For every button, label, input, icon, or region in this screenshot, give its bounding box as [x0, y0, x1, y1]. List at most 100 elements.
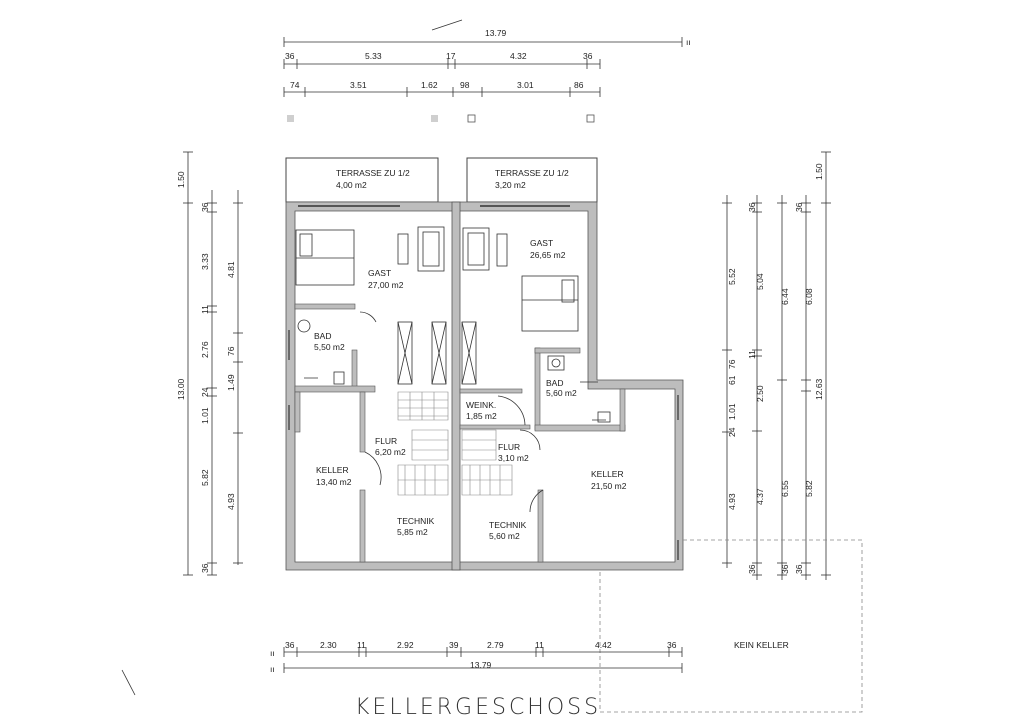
- label-bad-left: BAD: [314, 331, 331, 341]
- area-terrasse-left: 4,00 m2: [336, 180, 367, 190]
- dim-right-d-0: 6.08: [804, 288, 814, 305]
- dim-bottom-1: 2.30: [320, 640, 337, 650]
- svg-text:ıı: ıı: [270, 664, 275, 674]
- dim-right-a-5: 1.01: [727, 403, 737, 420]
- left-dimensions: 1.50 13.00 36 3.33 11 2.76 24 1.01 5.82 …: [176, 151, 243, 576]
- label-terrasse-right: TERRASSE ZU 1/2: [495, 168, 569, 178]
- dim-left-inner-1: 76: [226, 346, 236, 356]
- dim-bottom-5: 2.79: [487, 640, 504, 650]
- dim-top-r3-2: 1.62: [421, 80, 438, 90]
- label-keller-left: KELLER: [316, 465, 349, 475]
- dim-right-b-1: 2.50: [755, 385, 765, 402]
- area-gast-left: 27,00 m2: [368, 280, 404, 290]
- dim-left-mid-5: 1.01: [200, 407, 210, 424]
- bottom-dimensions: 36 2.30 11 2.92 39 2.79 11 4.42 36 13.79…: [121, 640, 683, 696]
- area-flur-right: 3,10 m2: [498, 453, 529, 463]
- area-weink: 1,85 m2: [466, 411, 497, 421]
- dim-right-d-2: 36: [794, 564, 804, 574]
- label-technik-left: TECHNIK: [397, 516, 435, 526]
- dim-top-r2-4: 36: [583, 51, 593, 61]
- dim-right-c-3: 36: [780, 564, 790, 574]
- dim-right-a-3: 76: [727, 359, 737, 369]
- area-bad-left: 5,50 m2: [314, 342, 345, 352]
- area-flur-left: 6,20 m2: [375, 447, 406, 457]
- label-kein-keller: KEIN KELLER: [734, 640, 789, 650]
- dim-right-d-1: 5.82: [804, 480, 814, 497]
- dim-right-c-1: 36: [794, 202, 804, 212]
- area-bad-right: 5,60 m2: [546, 388, 577, 398]
- area-technik-right: 5,60 m2: [489, 531, 520, 541]
- area-keller-left: 13,40 m2: [316, 477, 352, 487]
- dim-top-r3-1: 3.51: [350, 80, 367, 90]
- dim-right-a-6: 24: [727, 427, 737, 437]
- label-flur-right: FLUR: [498, 442, 520, 452]
- dim-right-b-0: 5.04: [755, 273, 765, 290]
- dim-top-r3-3: 98: [460, 80, 470, 90]
- dim-top-r2-2: 17: [446, 51, 456, 61]
- dim-left-mid-0: 36: [200, 202, 210, 212]
- right-dimensions: 5.52 1.01 61 76 4.93 24 36 5.04 11 2.50 …: [722, 151, 831, 580]
- dim-left-mid-7: 36: [200, 563, 210, 573]
- dim-right-c-0: 6.44: [780, 288, 790, 305]
- dim-bottom-3: 2.92: [397, 640, 414, 650]
- label-keller-right: KELLER: [591, 469, 624, 479]
- dim-left-inner-3: 4.93: [226, 493, 236, 510]
- dim-left-inner-0: 4.81: [226, 261, 236, 278]
- dim-bottom-total: 13.79: [470, 660, 492, 670]
- dim-left-outer-0: 1.50: [176, 171, 186, 188]
- svg-text:ıı: ıı: [270, 648, 275, 658]
- label-gast-right: GAST: [530, 238, 553, 248]
- dim-left-inner-2: 1.49: [226, 374, 236, 391]
- dim-top-r3-0: 74: [290, 80, 300, 90]
- label-technik-right: TECHNIK: [489, 520, 527, 530]
- dim-left-mid-1: 3.33: [200, 253, 210, 270]
- drawing-title: KELLERGESCHOSS: [355, 695, 601, 720]
- svg-text:ıı: ıı: [686, 37, 691, 47]
- dim-right-a-8: 36: [747, 564, 757, 574]
- dim-top-r3-5: 86: [574, 80, 584, 90]
- dim-bottom-6: 11: [535, 640, 544, 650]
- dim-left-mid-6: 5.82: [200, 469, 210, 486]
- dim-right-a-4: 61: [727, 375, 737, 385]
- armchair-left: [417, 226, 445, 272]
- dim-right-outer-0: 1.50: [814, 163, 824, 180]
- dim-top-r2-1: 5.33: [365, 51, 382, 61]
- dim-right-b-2: 4.37: [755, 488, 765, 505]
- bed-left: [295, 229, 355, 286]
- dim-bottom-7: 4.42: [595, 640, 612, 650]
- terrace-right: [466, 157, 598, 203]
- label-weink: WEINK.: [466, 400, 496, 410]
- area-terrasse-right: 3,20 m2: [495, 180, 526, 190]
- dim-right-a-0: 36: [747, 202, 757, 212]
- area-keller-right: 21,50 m2: [591, 481, 627, 491]
- dim-left-mid-4: 24: [200, 387, 210, 397]
- dim-bottom-2: 11: [357, 640, 366, 650]
- bed-right: [521, 275, 579, 332]
- dim-left-mid-3: 2.76: [200, 341, 210, 358]
- dim-top-r3-4: 3.01: [517, 80, 534, 90]
- no-basement-area: [599, 539, 863, 713]
- dim-right-a-7: 4.93: [727, 493, 737, 510]
- label-terrasse-left: TERRASSE ZU 1/2: [336, 168, 410, 178]
- top-dimensions: 13.79 ıı 36 5.33 17 4.32 36 74 3.51 1.62…: [283, 19, 691, 123]
- area-gast-right: 26,65 m2: [530, 250, 566, 260]
- room-labels: TERRASSE ZU 1/2 4,00 m2 TERRASSE ZU 1/2 …: [314, 168, 789, 650]
- label-flur-left: FLUR: [375, 436, 397, 446]
- dim-bottom-0: 36: [285, 640, 295, 650]
- dim-top-r2-3: 4.32: [510, 51, 527, 61]
- walls: [285, 201, 684, 571]
- dim-left-mid-2: 11: [200, 305, 210, 314]
- dim-right-c-2: 6.55: [780, 480, 790, 497]
- dim-bottom-8: 36: [667, 640, 677, 650]
- dim-right-a-1: 5.52: [727, 268, 737, 285]
- area-technik-left: 5,85 m2: [397, 527, 428, 537]
- dim-top-r2-0: 36: [285, 51, 295, 61]
- armchair-right: [462, 227, 490, 271]
- dim-right-a-2: 11: [747, 350, 757, 359]
- dim-top-total: 13.79: [485, 28, 507, 38]
- label-bad-right: BAD: [546, 378, 563, 388]
- dim-left-outer-1: 13.00: [176, 378, 186, 400]
- furniture: [295, 226, 611, 513]
